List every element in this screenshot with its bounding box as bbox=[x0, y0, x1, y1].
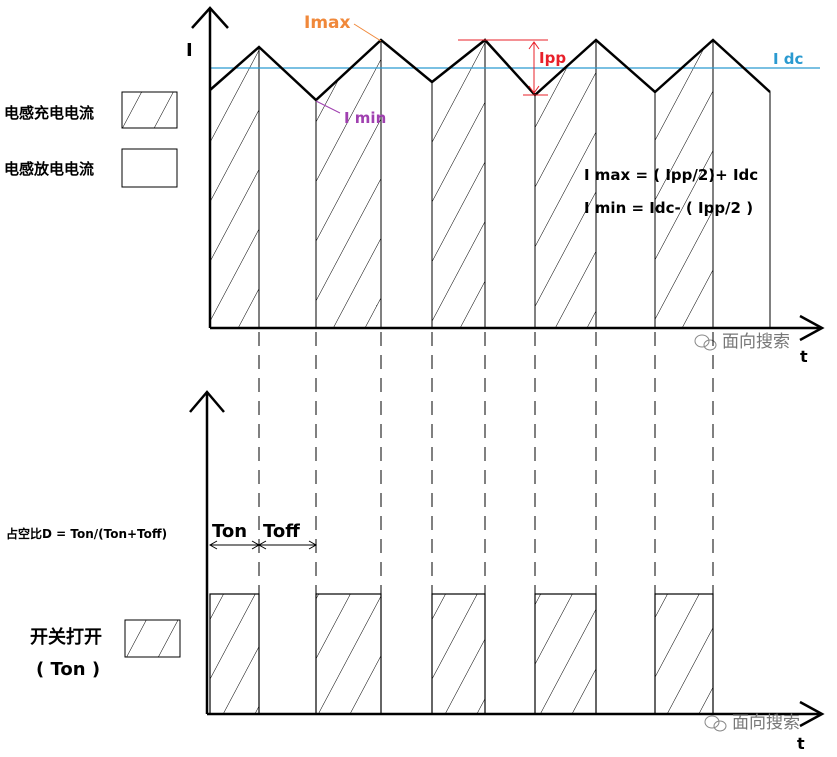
ton-toff-arrows bbox=[208, 540, 318, 550]
wechat-icon bbox=[694, 334, 717, 351]
ipp-annotation bbox=[458, 39, 548, 96]
watermark-bottom: 面向搜索 bbox=[704, 713, 800, 733]
x-axis-label-top: t bbox=[800, 347, 808, 366]
wechat-icon bbox=[704, 715, 727, 732]
watermark-top: 面向搜索 bbox=[694, 332, 790, 352]
legend-charge-swatch bbox=[121, 91, 178, 129]
x-axis-label-bottom: t bbox=[797, 734, 805, 753]
watermark-text-bottom: 面向搜索 bbox=[732, 713, 800, 733]
bottom-axes bbox=[189, 390, 825, 728]
top-axes bbox=[191, 6, 825, 342]
y-axis-label: I bbox=[186, 40, 193, 61]
ipp-label: Ipp bbox=[539, 49, 566, 67]
dashed-connectors bbox=[258, 332, 714, 594]
bottom-chart: t Ton Toff 占空比D = Ton/(Ton+Toff) 开关打开 ( … bbox=[6, 390, 825, 753]
legend-switch-swatch bbox=[124, 619, 181, 658]
charge-regions bbox=[210, 40, 713, 327]
formula-imin: I min = Idc- ( Ipp/2 ) bbox=[584, 199, 753, 217]
ton-label: Ton bbox=[212, 521, 247, 542]
toff-label: Toff bbox=[263, 521, 300, 542]
switch-pulses bbox=[209, 593, 714, 715]
legend-discharge-swatch bbox=[121, 148, 178, 188]
legend-charge-label: 电感充电电流 bbox=[4, 104, 94, 122]
legend-discharge-label: 电感放电电流 bbox=[4, 160, 94, 178]
imax-label: Imax bbox=[304, 13, 351, 33]
duty-cycle-formula: 占空比D = Ton/(Ton+Toff) bbox=[6, 526, 167, 541]
top-chart: I t Imax I min Ipp I dc I max = ( Ipp/2)… bbox=[4, 6, 825, 366]
imax-leader bbox=[353, 23, 382, 42]
watermark-text-top: 面向搜索 bbox=[722, 332, 790, 352]
period-dividers bbox=[258, 40, 771, 327]
legend-switch-label-line1: 开关打开 bbox=[30, 626, 102, 648]
legend-switch-label-line2: ( Ton ) bbox=[36, 659, 100, 680]
imin-label: I min bbox=[344, 109, 386, 127]
imin-leader bbox=[315, 100, 341, 114]
idc-label: I dc bbox=[773, 50, 803, 68]
formula-imax: I max = ( Ipp/2)+ Idc bbox=[584, 166, 758, 184]
